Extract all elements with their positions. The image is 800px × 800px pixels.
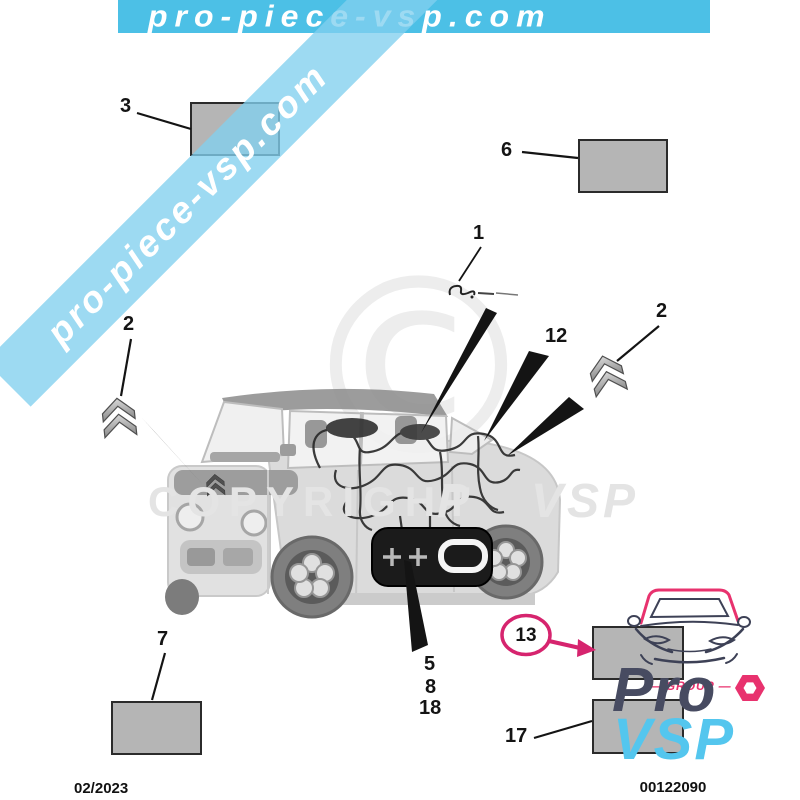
callout-arrowhead-13	[577, 639, 596, 657]
callout-wedge-2-left	[142, 418, 204, 486]
diagram-reference-number: 00122090	[639, 779, 707, 796]
callout-label-2-left: 2	[123, 313, 135, 335]
logo-vsp-text: VSP	[613, 707, 736, 772]
callout-line-2-right	[616, 325, 660, 362]
part-box-17	[592, 699, 684, 754]
callout-line-6	[521, 150, 579, 160]
wiring-harness	[312, 418, 521, 532]
callout-label-12: 12	[545, 325, 568, 347]
part-box-7	[111, 701, 202, 755]
callout-label-7: 7	[157, 628, 169, 650]
diagram-date: 02/2023	[74, 780, 129, 797]
callout-label-3: 3	[120, 95, 132, 117]
callout-line-17	[533, 719, 593, 740]
callout-line-3	[136, 111, 192, 131]
front-wheel	[270, 535, 354, 619]
ghost-brand-p: P	[437, 475, 470, 528]
callout-label-18: 18	[419, 697, 442, 719]
callout-label-13: 13	[515, 625, 537, 646]
callout-label-6: 6	[501, 139, 513, 161]
callout-line-2-left	[119, 338, 133, 397]
callout-line-7	[150, 652, 167, 701]
copyright-text-watermark: COPYRIGHT	[148, 478, 479, 525]
part-box-6	[578, 139, 668, 193]
ami-badge	[448, 284, 519, 299]
callout-label-2-right: 2	[656, 300, 668, 322]
part-box-13	[592, 626, 684, 680]
citroen-chevron-left-icon	[101, 397, 138, 440]
callout-wedge-12	[484, 351, 549, 441]
logo-car-sketch	[627, 588, 751, 665]
callout-label-5: 5	[424, 653, 436, 675]
logo-hexnut-icon	[735, 675, 765, 701]
callout-circle-13	[500, 613, 552, 657]
callout-arrow-13	[548, 639, 581, 650]
ghost-brand-vsp: VSP	[531, 475, 640, 528]
callout-label-17: 17	[505, 725, 528, 747]
citroen-chevron-right-icon	[589, 355, 629, 399]
callout-label-8: 8	[425, 676, 437, 698]
callout-wedge-2-right	[507, 397, 584, 456]
callout-line-1	[458, 246, 482, 282]
logo-group-label: — GROUP —	[648, 679, 732, 693]
callout-wedge-1	[421, 308, 497, 433]
callout-wedge-5-8-18	[404, 560, 428, 652]
logo-pro-text: Pro	[612, 656, 716, 725]
charge-port	[371, 527, 493, 587]
callout-label-1: 1	[473, 222, 485, 244]
